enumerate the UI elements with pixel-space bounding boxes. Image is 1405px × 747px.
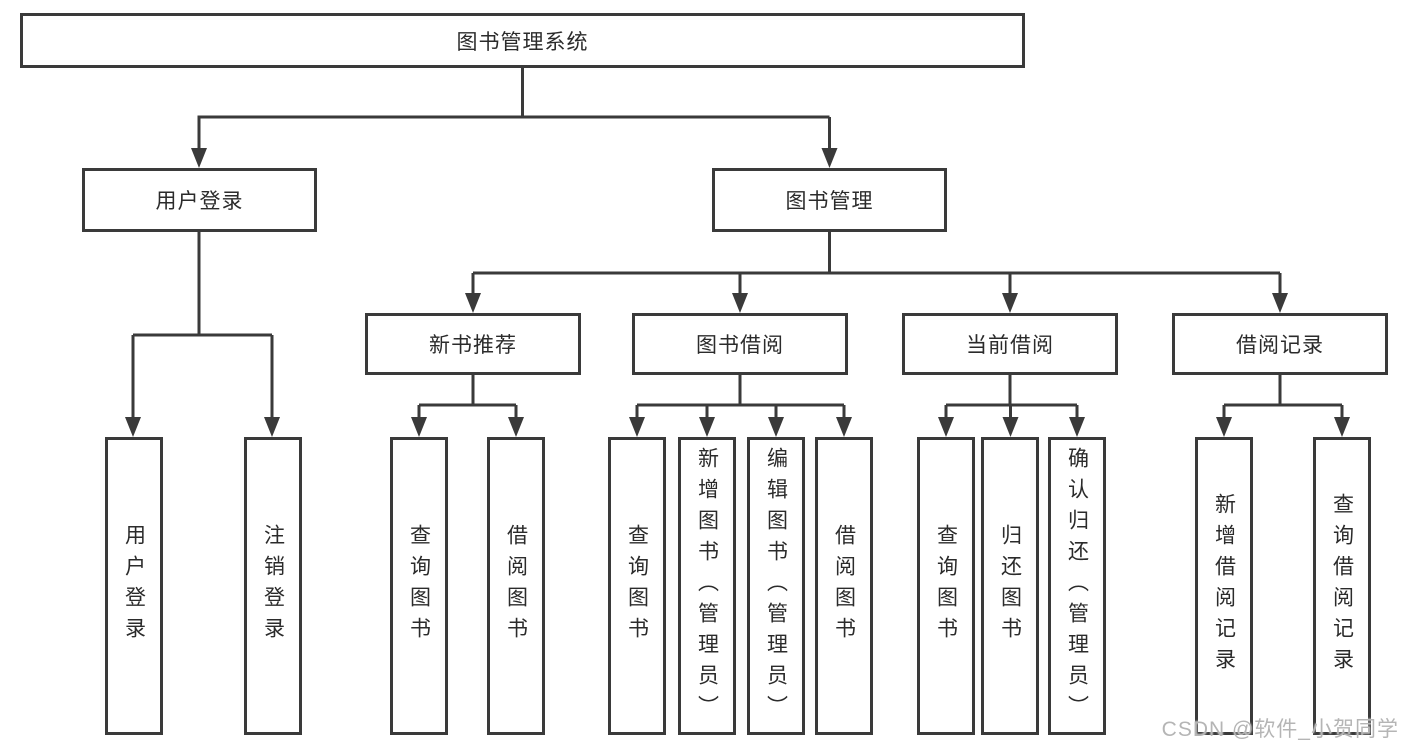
leaf-borrow-query-books: 查询图书 [608,437,666,735]
leaf-borrow-add-books-admin: 新增图书（管理员） [678,437,736,735]
node-user-login-branch-label: 用户登录 [155,190,244,213]
node-new-book-recommend-label: 新书推荐 [429,334,517,357]
node-root-label: 图书管理系统 [456,30,589,54]
leaf-current-confirm-return-admin: 确认归还（管理员） [1048,437,1106,735]
leaf-records-query-record-label: 查询借阅记录 [1330,493,1354,679]
leaf-borrow-edit-books-admin: 编辑图书（管理员） [747,437,805,735]
node-book-management: 图书管理 [712,168,947,232]
node-user-login-branch: 用户登录 [82,168,317,232]
node-root: 图书管理系统 [20,13,1025,68]
leaf-logout: 注销登录 [244,437,302,735]
node-borrow-records-label: 借阅记录 [1236,334,1324,357]
leaf-borrow-add-books-admin-label: 新增图书（管理员） [695,446,719,726]
leaf-current-return-books-label: 归还图书 [998,524,1022,648]
arrowheads [125,148,1350,437]
node-current-borrow: 当前借阅 [902,313,1118,375]
leaf-records-query-record: 查询借阅记录 [1313,437,1371,735]
node-book-borrow-label: 图书借阅 [696,334,784,357]
leaf-current-return-books: 归还图书 [981,437,1039,735]
node-new-book-recommend: 新书推荐 [365,313,581,375]
leaf-borrow-edit-books-admin-label: 编辑图书（管理员） [764,446,788,726]
leaf-user-login: 用户登录 [105,437,163,735]
leaf-records-add-record: 新增借阅记录 [1195,437,1253,735]
leaf-recommend-query-books-label: 查询图书 [407,524,431,648]
leaf-current-query-books-label: 查询图书 [934,524,958,648]
leaf-user-login-label: 用户登录 [122,524,146,648]
leaf-records-add-record-label: 新增借阅记录 [1212,493,1236,679]
node-current-borrow-label: 当前借阅 [966,334,1054,357]
leaf-borrow-borrow-books: 借阅图书 [815,437,873,735]
node-borrow-records: 借阅记录 [1172,313,1388,375]
node-book-management-label: 图书管理 [785,190,874,213]
leaf-recommend-borrow-books: 借阅图书 [487,437,545,735]
leaf-current-confirm-return-admin-label: 确认归还（管理员） [1065,446,1089,726]
leaf-recommend-query-books: 查询图书 [390,437,448,735]
node-book-borrow: 图书借阅 [632,313,848,375]
leaf-borrow-borrow-books-label: 借阅图书 [832,524,856,648]
leaf-current-query-books: 查询图书 [917,437,975,735]
leaf-logout-label: 注销登录 [261,524,285,648]
leaf-recommend-borrow-books-label: 借阅图书 [504,524,528,648]
leaf-borrow-query-books-label: 查询图书 [625,524,649,648]
